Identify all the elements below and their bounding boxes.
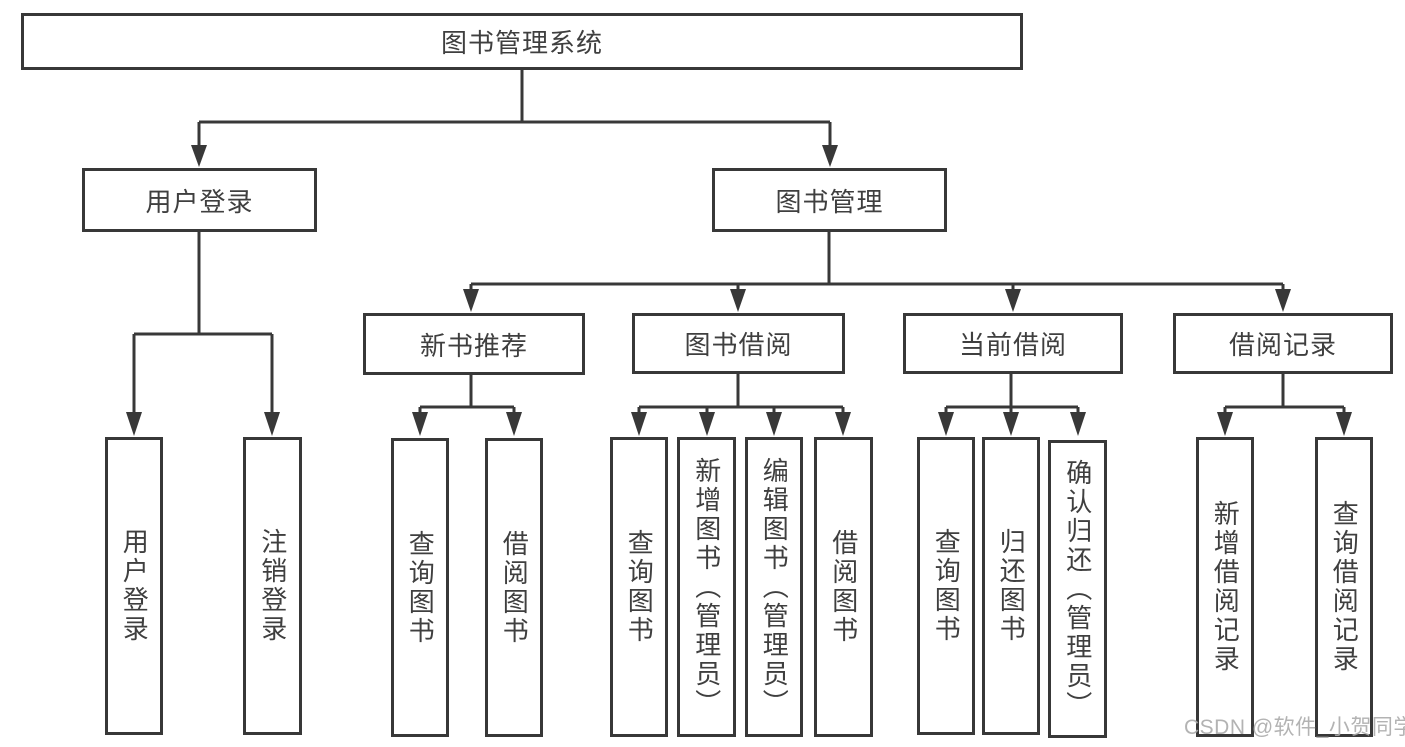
node-label: 图书管理系统 [440, 28, 603, 58]
leaf-current-confirm-return-admin: 确认归还（管理员） [1048, 440, 1107, 738]
leaf-borrow-borrow-books: 借阅图书 [814, 437, 873, 737]
node-label: 图书借阅 [684, 330, 793, 360]
leaf-label: 编辑图书（管理员） [759, 456, 790, 718]
leaf-borrow-add-books-admin: 新增图书（管理员） [677, 437, 736, 737]
leaf-label: 查询图书 [405, 529, 436, 646]
leaf-label: 注销登录 [257, 528, 288, 644]
leaf-label: 查询图书 [931, 528, 962, 644]
node-library-management-system: 图书管理系统 [21, 13, 1023, 70]
leaf-label: 归还图书 [996, 528, 1027, 644]
leaf-borrow-query-books: 查询图书 [610, 437, 668, 737]
node-user-login: 用户登录 [82, 168, 317, 232]
leaf-label: 确认归还（管理员） [1062, 458, 1093, 720]
leaf-label: 新增图书（管理员） [691, 456, 722, 718]
node-label: 用户登录 [145, 186, 254, 217]
node-borrow-records: 借阅记录 [1173, 313, 1393, 374]
leaf-label: 查询借阅记录 [1329, 500, 1360, 674]
leaf-user-login: 用户登录 [105, 437, 163, 735]
leaf-borrow-edit-books-admin: 编辑图书（管理员） [745, 437, 803, 737]
leaf-recommend-query-books: 查询图书 [391, 438, 449, 737]
leaf-label: 借阅图书 [499, 529, 530, 646]
leaf-recommend-borrow-books: 借阅图书 [485, 438, 543, 737]
node-book-management: 图书管理 [712, 168, 947, 232]
node-label: 当前借阅 [958, 330, 1067, 360]
leaf-label: 新增借阅记录 [1210, 500, 1241, 674]
node-label: 借阅记录 [1228, 330, 1337, 360]
leaf-label: 用户登录 [119, 528, 150, 644]
node-book-borrow: 图书借阅 [632, 313, 845, 374]
csdn-watermark: CSDN @软件_小贺同学 [1184, 716, 1405, 739]
leaf-records-add: 新增借阅记录 [1196, 437, 1254, 737]
node-new-book-recommend: 新书推荐 [363, 313, 585, 375]
leaf-label: 查询图书 [624, 529, 655, 645]
leaf-records-query: 查询借阅记录 [1315, 437, 1373, 737]
leaf-current-return-books: 归还图书 [982, 437, 1040, 735]
node-current-borrow: 当前借阅 [903, 313, 1123, 374]
node-label: 图书管理 [775, 186, 884, 217]
leaf-logout-login: 注销登录 [243, 437, 302, 735]
leaf-label: 借阅图书 [828, 529, 859, 645]
leaf-current-query-books: 查询图书 [917, 437, 975, 735]
node-label: 新书推荐 [419, 330, 528, 361]
